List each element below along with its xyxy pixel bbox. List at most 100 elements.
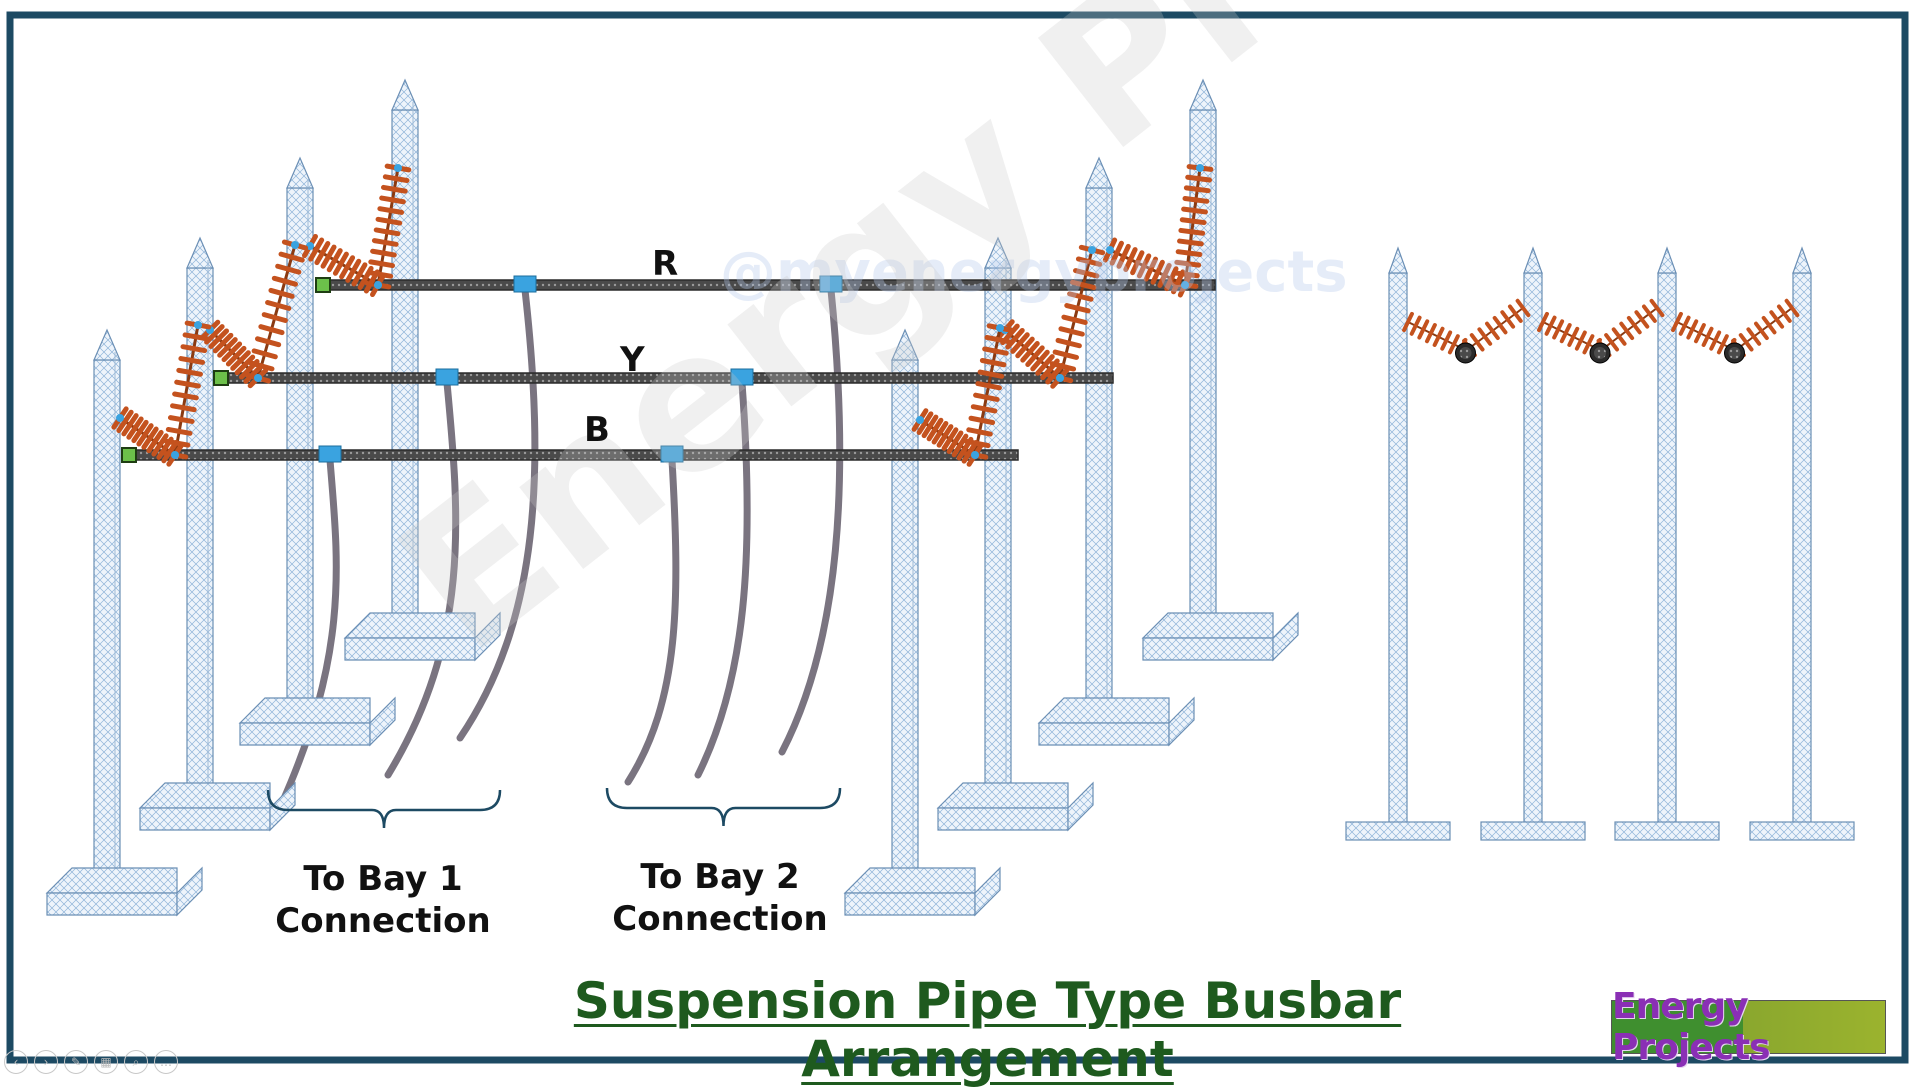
cable-clamp [513,275,537,293]
slide-frame [6,11,1909,1064]
side-insulator-disc [1693,323,1706,344]
diagram-title: Suspension Pipe Type Busbar Arrangement [573,972,1402,1088]
energy-projects-logo: Energy Projects [1611,986,1886,1068]
side-column-base [1480,821,1586,841]
more-icon[interactable]: … [154,1050,178,1074]
insulator-disc [271,275,299,287]
cable-clamp [435,368,459,386]
side-insulator-disc [1544,315,1557,336]
insulator-disc [1136,253,1152,279]
insulator-disc [243,363,264,384]
busbar-pipe-b [121,447,1019,463]
side-insulator-disc [1582,334,1595,355]
insulator-fitting [254,374,262,382]
zoom-icon[interactable]: ⌕ [124,1050,148,1074]
side-column-shaft [1388,272,1408,824]
insulator-disc [204,324,225,345]
slideshow-nav[interactable]: ‹ › ✎ ▦ ⌕ … [4,1050,178,1074]
insulator-fitting [116,414,124,422]
base-top [45,867,178,894]
insulator-disc [1116,243,1131,269]
insulator-fitting [996,324,1004,332]
insulator-disc [1030,349,1050,372]
insulator-disc [946,430,964,455]
insulator-disc [172,391,199,401]
side-insulator-disc [1634,310,1650,329]
insulator-fitting [1181,281,1189,289]
insulator-disc [161,440,179,464]
side-insulator-disc [1402,311,1414,333]
insulator-y-right-vertical [1046,244,1106,384]
column-shaft [1085,187,1113,736]
side-insulator-disc [1784,298,1800,318]
insulator-b-right-vertical [961,323,1014,460]
slides-icon[interactable]: ▦ [94,1050,118,1074]
insulator-disc [1175,249,1203,257]
cable-bay2-b [624,456,680,786]
insulator-disc [1182,196,1210,204]
base-side [1272,611,1299,662]
insulator-disc [238,358,260,380]
bay-2-line2: Connection [612,899,828,939]
insulator-disc [1177,238,1204,247]
side-insulator-disc [1469,333,1485,352]
column-mid-right [1037,156,1195,747]
insulator-disc [1052,349,1079,360]
insulator-disc [961,440,979,464]
insulator-disc [966,427,993,437]
bay-braces [266,787,842,829]
side-insulator-disc [1626,315,1642,335]
insulator-disc [951,433,969,458]
base-top [238,697,371,724]
insulator-disc [180,344,208,354]
side-insulator-disc [1776,304,1792,323]
insulator-disc [1174,259,1202,268]
insulator-fitting [291,241,299,249]
side-insulator-disc [1754,321,1769,341]
phase-label-r: R [652,244,679,284]
insulator-disc [221,341,243,363]
insulator-disc [1150,259,1165,285]
cable-bay1-y [384,379,460,779]
insulator-disc [326,248,343,273]
insulator-disc [1055,337,1082,349]
insulator-disc [320,244,337,269]
insulator-disc [251,348,278,360]
base-front [1038,722,1170,746]
insulator-disc [146,429,164,454]
insulator-disc [368,259,395,269]
insulator-disc [373,227,401,237]
insulator-disc [182,332,210,342]
insulator-disc [363,269,380,294]
insulator-disc [1183,185,1211,194]
insulator-fitting [971,451,979,459]
insulator-fitting [1106,246,1114,254]
insulator-disc [1178,227,1206,236]
insulator-disc [931,420,949,445]
insulator-disc [382,174,410,183]
insulator-b-right-angled [911,408,984,467]
insulator-disc [174,379,201,389]
insulator-disc [261,312,288,323]
insulator-disc [370,248,397,258]
insulator-disc [1143,256,1159,282]
side-view-column-3 [1614,246,1720,841]
insulator-disc [265,300,292,311]
pen-icon[interactable]: ✎ [64,1050,88,1074]
side-insulator-disc [1701,326,1714,347]
side-insulator-disc [1678,315,1691,336]
insulator-disc [1061,314,1088,325]
bay-2-line1: To Bay 2 [640,857,800,897]
base-side [1168,696,1195,747]
side-insulator-disc [1671,311,1683,333]
prev-icon[interactable]: ‹ [4,1050,28,1074]
insulator-disc [975,381,1002,391]
next-icon[interactable]: › [34,1050,58,1074]
insulator-disc [977,369,1005,379]
side-column-tip [1792,246,1812,274]
insulator-disc [254,336,282,348]
insulator-disc [979,358,1007,368]
insulator-fitting [1196,164,1204,172]
insulator-disc [941,427,959,451]
insulator-disc [212,332,234,354]
